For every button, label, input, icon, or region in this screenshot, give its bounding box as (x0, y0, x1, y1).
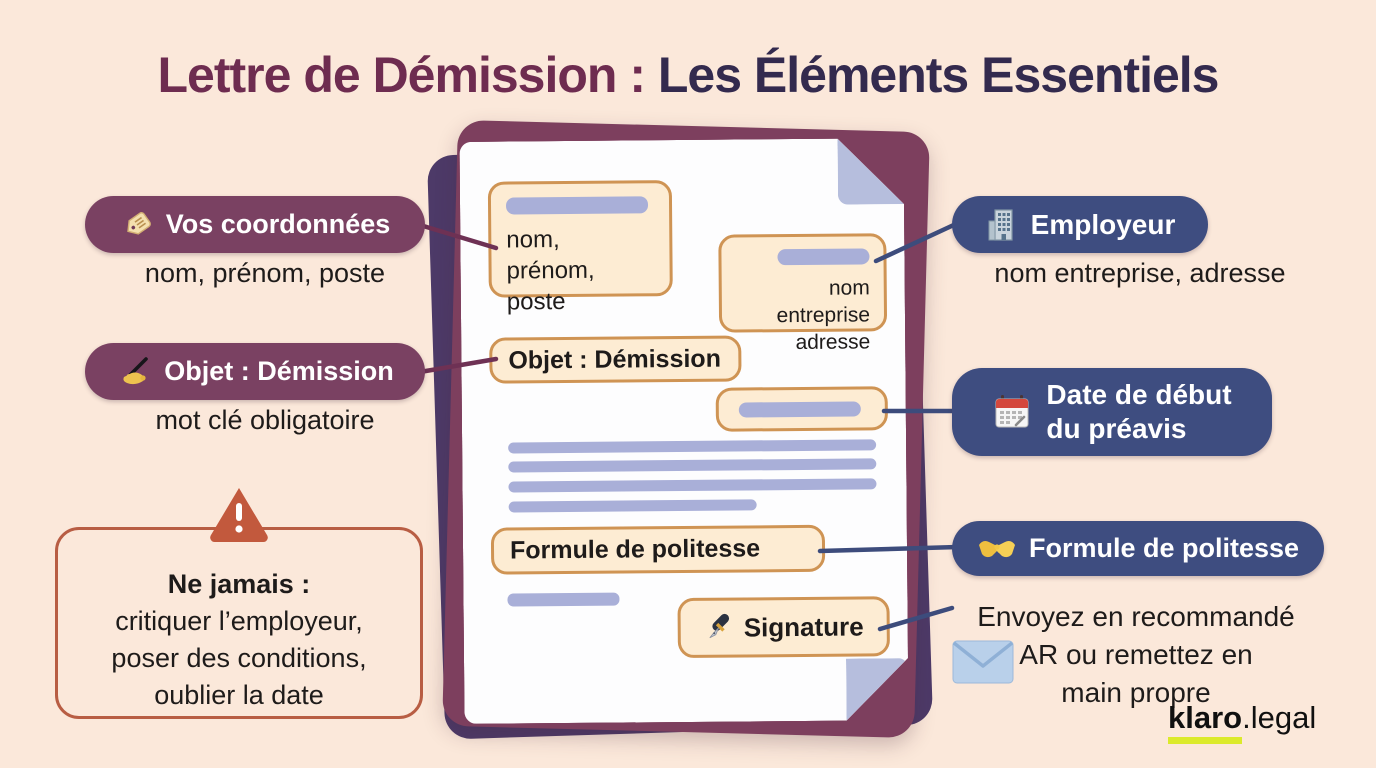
building-icon (985, 207, 1019, 243)
delivery-line-3: main propre (1061, 677, 1211, 708)
recipient-line-2: adresse (795, 330, 871, 355)
brand-logo: klaro.legal (1168, 700, 1317, 744)
badge-formule-politesse: Formule de politesse (952, 521, 1324, 576)
text-placeholder-bar (506, 196, 648, 214)
badge-vos-coordonnees: Vos coordonnées (85, 196, 425, 253)
badge-label: Employeur (1030, 208, 1176, 240)
badge-label: Objet : Démission (164, 356, 394, 386)
text-placeholder-bar (777, 248, 869, 265)
body-text-bar (508, 439, 876, 453)
recipient-line-1: nom entreprise (776, 276, 871, 328)
sender-line-1: nom, prénom, (506, 226, 595, 285)
badge-label: Date de début du préavis (1046, 378, 1231, 446)
brand-suffix: .legal (1242, 700, 1317, 735)
handshake-icon (977, 535, 1017, 563)
badge-date-preavis: Date de début du préavis (952, 368, 1272, 456)
fountain-pen-icon (704, 613, 734, 643)
signature-label: Signature (743, 610, 864, 642)
sender-line-2: poste (506, 288, 566, 316)
body-text-bar (509, 499, 757, 512)
title-part-maroon: Lettre de Démission : (157, 47, 658, 103)
letter-signature-box: Signature (677, 596, 890, 658)
letter-subject-box: Objet : Démission (489, 335, 741, 383)
notice-line-1: Date de début (1046, 379, 1232, 410)
letter-date-box (716, 386, 888, 431)
body-text-bar (508, 458, 876, 472)
letter-closing-box: Formule de politesse (491, 525, 825, 575)
warning-line-1: critiquer l’employeur, (115, 606, 363, 636)
writing-hand-icon (116, 356, 152, 388)
warning-box: Ne jamais : critiquer l’employeur, poser… (55, 527, 423, 719)
warning-line-3: oublier la date (154, 680, 324, 710)
letter-sender-box: nom, prénom, poste (488, 180, 673, 298)
employer-subtitle: nom entreprise, adresse (994, 258, 1286, 288)
delivery-line-2: AR ou remettez en (1019, 639, 1253, 670)
letter-recipient-box: nom entreprise adresse (718, 233, 887, 332)
body-text-bar (507, 593, 619, 607)
calendar-icon (992, 391, 1032, 433)
delivery-line-1: Envoyez en recommandé (977, 601, 1295, 632)
badge-label: Vos coordonnées (165, 209, 391, 239)
letter-page: nom, prénom, poste nom entreprise adress… (459, 138, 908, 724)
coordinates-subtitle: nom, prénom, poste (144, 258, 386, 288)
subject-subtitle: mot clé obligatoire (155, 405, 375, 435)
tag-icon (120, 208, 154, 242)
warning-title: Ne jamais : (167, 569, 311, 599)
warning-triangle-icon (206, 484, 272, 549)
notice-line-2: du préavis (1046, 413, 1187, 444)
envelope-icon (952, 640, 1014, 684)
body-text-bar (508, 478, 876, 492)
title-part-purple: Les Éléments Essentiels (657, 47, 1220, 103)
brand-name: klaro (1168, 700, 1243, 744)
text-placeholder-bar (739, 401, 861, 417)
badge-objet-demission: Objet : Démission (85, 343, 425, 400)
warning-line-2: poser des conditions, (111, 643, 367, 673)
delivery-note: Envoyez en recommandé AR ou remettez en … (938, 598, 1334, 712)
badge-employeur: Employeur (952, 196, 1208, 253)
badge-label: Formule de politesse (1028, 533, 1300, 563)
page-title: Lettre de Démission : Les Éléments Essen… (0, 46, 1376, 104)
